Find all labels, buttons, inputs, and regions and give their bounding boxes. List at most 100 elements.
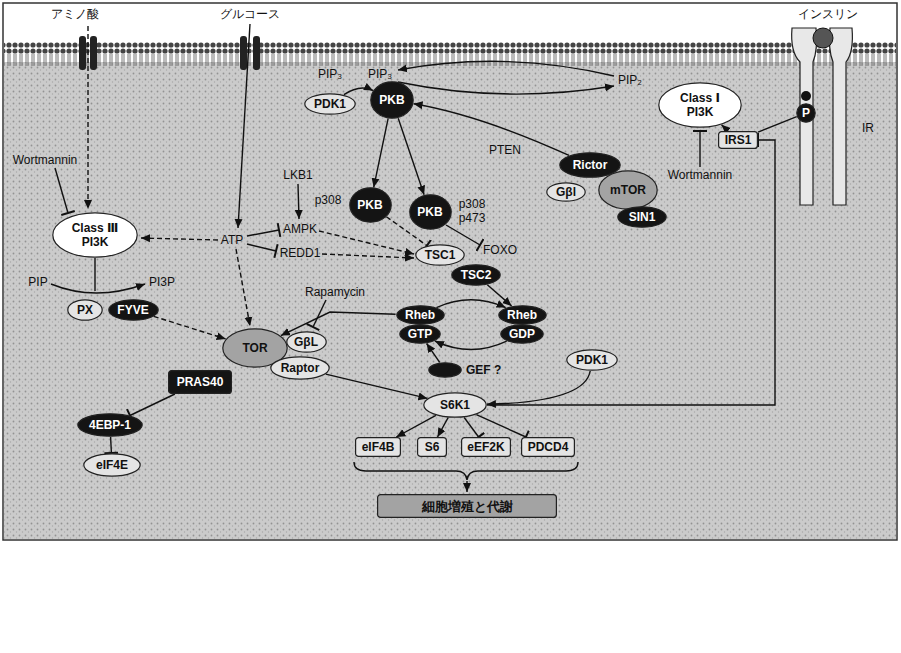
conversion-arrow (51, 284, 145, 293)
complex-part: PRAS40 (168, 370, 232, 394)
node-text: 4EBP-1 (89, 418, 131, 432)
phospho-dot (801, 91, 811, 101)
node-text: Class Ⅰ PI3K (673, 91, 727, 119)
target-box: eEF2K (461, 437, 511, 457)
molecule-label: インスリン (798, 7, 858, 21)
output-arrow (466, 481, 467, 492)
node-text: Gβl (556, 185, 576, 199)
enzyme-label: PTEN (489, 143, 521, 157)
node-shape (416, 245, 464, 265)
kinase-label: AMPK (283, 222, 317, 236)
node-text: eEF2K (467, 440, 504, 454)
cytoplasm (4, 62, 896, 539)
node-text: TOR (242, 341, 267, 355)
nucleotide-node: GDP (500, 324, 544, 344)
molecule-label: アミノ酸 (51, 7, 99, 21)
lipid-label: PIP₃ (368, 67, 392, 81)
atp-arrow (141, 238, 218, 240)
kinase-node: S6K1 (423, 392, 487, 418)
receptor-label: IR (862, 121, 874, 135)
node-shape (618, 207, 666, 227)
node-text: PKB (379, 93, 404, 107)
node-shape (271, 357, 329, 379)
inhibition-line (446, 225, 480, 245)
lipid-label: PIP (28, 275, 47, 289)
node-text: TSC2 (461, 268, 492, 282)
node-shape (719, 132, 758, 149)
node-shape (84, 454, 140, 476)
site-label: p308 (459, 197, 486, 211)
gtpase-node: Rheb (396, 305, 445, 325)
redd1-arrow (322, 254, 414, 258)
inhibition-line (699, 131, 700, 167)
activation-connector (487, 371, 590, 404)
site-label: p308 (315, 193, 342, 207)
ellipse-outline (428, 362, 462, 378)
node-text: S6K1 (440, 398, 470, 412)
node-shape (305, 94, 355, 114)
node-shape (409, 195, 450, 229)
conversion-arrow (398, 61, 614, 76)
node-shape (371, 82, 413, 118)
activation-connector (427, 344, 440, 363)
node-text: FYVE (117, 303, 148, 317)
complex-part: SIN1 (617, 206, 667, 228)
domain-node: FYVE (108, 299, 159, 321)
node-text: GβL (294, 335, 318, 349)
inhibition-line (247, 230, 279, 236)
inhibitor-label: Rapamycin (305, 285, 365, 299)
node-text: eIF4E (96, 458, 128, 472)
kinase-node: PKB (409, 194, 452, 230)
insulin-receptor (792, 28, 853, 205)
kinase-label: LKB1 (283, 168, 312, 182)
complex-part: GβL (286, 331, 327, 353)
inhibition-line (55, 168, 68, 213)
node-shape (396, 306, 443, 324)
node-text: PX (77, 303, 93, 317)
gtpase-node: Rheb (498, 305, 547, 325)
insulin (813, 28, 833, 48)
node-text: S6 (425, 440, 440, 454)
node-shape (659, 83, 741, 127)
complex-part: TSC1 (415, 244, 465, 266)
node-text: Class Ⅲ PI3K (68, 221, 122, 249)
node-shape (498, 306, 545, 324)
target-box: eIF4B (355, 437, 401, 457)
lipid-label: PI3P (149, 275, 175, 289)
wires (51, 24, 700, 492)
node-text: mTOR (610, 183, 646, 197)
node-text: GTP (408, 327, 433, 341)
node-shape (400, 325, 440, 343)
site-label: p473 (459, 211, 486, 225)
protein-label: FOXO (483, 243, 517, 257)
node-text: IRS1 (725, 133, 752, 147)
node-shape (286, 332, 325, 352)
node-text: Rictor (573, 158, 608, 172)
protein-node: 4EBP-1 (77, 413, 143, 437)
catalysis-line (94, 258, 95, 291)
complex-part: Raptor (270, 356, 330, 380)
inhibitor-label: Wortmannin (668, 168, 732, 182)
target-box: S6 (417, 437, 447, 457)
activation-connector (758, 117, 797, 132)
complex-part: Gβl (546, 182, 586, 202)
domain-node: PX (67, 299, 103, 321)
protein-node: eIF4E (83, 453, 141, 477)
node-text: 細胞増殖と代謝 (422, 499, 513, 514)
node-shape (424, 393, 486, 417)
node-shape (797, 104, 815, 122)
node-text: PDK1 (576, 353, 608, 367)
inhibition-connector (464, 418, 478, 438)
activation-connector (374, 119, 388, 188)
node-shape (599, 171, 657, 209)
node-shape (462, 438, 511, 457)
kinase-node: PDK1 (304, 93, 356, 115)
node-shape (349, 188, 390, 222)
node-text: Rheb (405, 308, 435, 322)
protein-label: REDD1 (280, 246, 321, 260)
glucose-arrow (238, 24, 250, 228)
gef-node: GEF ? (428, 362, 462, 378)
node-text: TSC1 (425, 248, 456, 262)
